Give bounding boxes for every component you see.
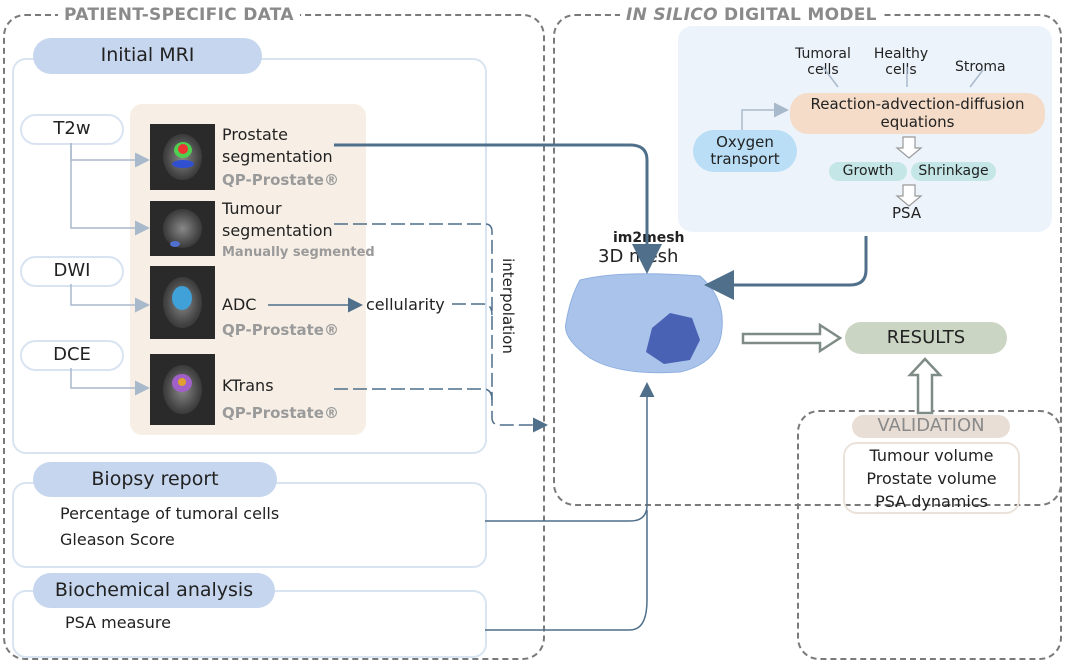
model-flow-arrows bbox=[895, 136, 923, 207]
species-stroma: Stroma bbox=[955, 59, 1006, 75]
equations-l2: equations bbox=[880, 112, 955, 131]
ktrans-label: KTrans bbox=[222, 376, 274, 395]
biopsy-item: Percentage of tumoral cells bbox=[60, 504, 280, 523]
adc-image bbox=[150, 266, 215, 339]
adc-label: ADC bbox=[222, 295, 257, 314]
biochem-item: PSA measure bbox=[65, 613, 171, 632]
biochem-header: Biochemical analysis bbox=[33, 573, 275, 608]
input-dwi: DWI bbox=[20, 256, 124, 287]
tumour-source: Manually segmented bbox=[222, 245, 375, 260]
ktrans-image bbox=[150, 354, 215, 425]
input-arrows bbox=[70, 66, 984, 396]
species-tumoral-l2: cells bbox=[807, 62, 839, 78]
results-box: RESULTS bbox=[845, 322, 1007, 354]
biopsy-header: Biopsy report bbox=[33, 462, 277, 497]
validation-to-results-arrow bbox=[907, 357, 943, 415]
prostate-source: QP-Prostate® bbox=[222, 171, 339, 189]
psa-output: PSA bbox=[892, 204, 922, 222]
patient-data-title: PATIENT-SPECIFIC DATA bbox=[58, 5, 300, 25]
equations-l1: Reaction-advection-diffusion bbox=[810, 95, 1025, 114]
biopsy-item: Gleason Score bbox=[60, 530, 175, 549]
species-healthy-l2: cells bbox=[885, 62, 917, 78]
validation-item: Tumour volume bbox=[869, 446, 994, 465]
input-t2w: T2w bbox=[20, 114, 124, 145]
species-tumoral-l1: Tumoral bbox=[795, 46, 851, 62]
im2mesh-label: im2mesh bbox=[613, 230, 685, 246]
digital-model-text: DIGITAL MODEL bbox=[717, 5, 877, 25]
tumour-label: Tumour bbox=[222, 199, 282, 218]
main-arrows bbox=[268, 143, 868, 631]
oxygen-l2: transport bbox=[710, 150, 780, 168]
in-silico-text: IN SILICO bbox=[626, 5, 718, 25]
oxygen-l1: Oxygen bbox=[716, 132, 774, 151]
validation-list: Tumour volume Prostate volume PSA dynami… bbox=[843, 442, 1020, 514]
mesh-to-results-arrow bbox=[741, 322, 843, 354]
tumour-segmentation-image bbox=[150, 201, 215, 256]
species-healthy-l1: Healthy bbox=[873, 46, 929, 62]
cellularity-label: cellularity bbox=[366, 295, 445, 314]
input-dce: DCE bbox=[20, 340, 124, 371]
initial-mri-header: Initial MRI bbox=[33, 38, 262, 74]
digital-model-title: IN SILICO DIGITAL MODEL bbox=[620, 5, 883, 25]
ktrans-source: QP-Prostate® bbox=[222, 404, 339, 422]
validation-item: Prostate volume bbox=[866, 469, 997, 488]
validation-item: PSA dynamics bbox=[875, 492, 988, 511]
shrinkage-box: Shrinkage bbox=[911, 162, 996, 181]
tumour-label-2: segmentation bbox=[222, 221, 333, 240]
hollow-arrows bbox=[741, 322, 943, 415]
adc-source: QP-Prostate® bbox=[222, 321, 339, 339]
prostate-segmentation-image bbox=[150, 124, 215, 190]
prostate-label-2: segmentation bbox=[222, 147, 333, 166]
validation-header: VALIDATION bbox=[852, 415, 1010, 438]
growth-box: Growth bbox=[829, 162, 907, 181]
prostate-label: Prostate bbox=[222, 125, 288, 144]
3d-mesh-image bbox=[565, 273, 723, 374]
